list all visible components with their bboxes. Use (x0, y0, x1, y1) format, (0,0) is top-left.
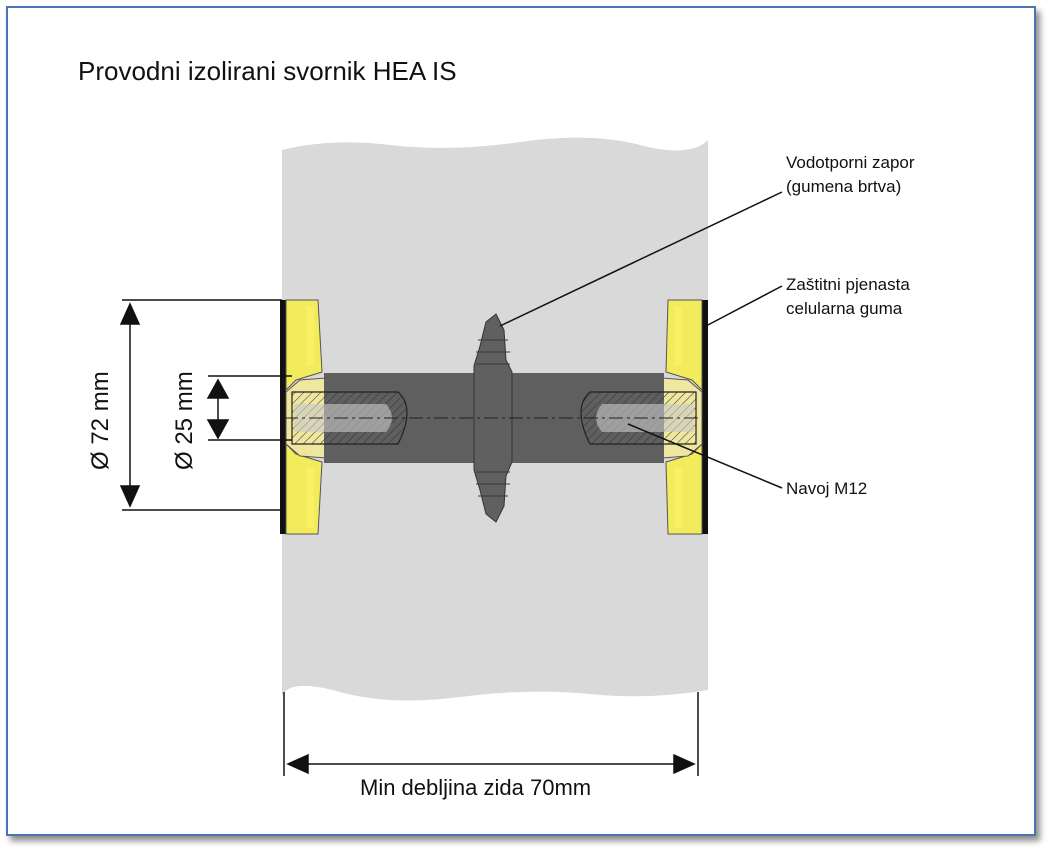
left-plate (280, 300, 286, 534)
foam-label-line1: Zaštitni pjenasta (786, 275, 910, 294)
thread-label: Navoj M12 (786, 479, 867, 498)
inner-diameter-label: Ø 25 mm (171, 371, 198, 470)
inner-diameter-dimension (206, 375, 292, 441)
seal-label-line1: Vodotporni zapor (786, 153, 915, 172)
seal-leader (499, 191, 783, 327)
foam-label-line2: celularna guma (786, 299, 903, 318)
foam-leader (705, 285, 783, 327)
seal-label-line2: (gumena brtva) (786, 177, 901, 196)
outer-diameter-dimension (119, 299, 282, 511)
wall-thickness-label: Min debljina zida 70mm (360, 775, 591, 800)
right-plate (702, 300, 708, 534)
outer-diameter-label: Ø 72 mm (87, 371, 114, 470)
thread-leader (627, 423, 783, 489)
seal-ribs (476, 339, 510, 497)
wall-thickness-dimension (283, 692, 699, 776)
diagram-title: Provodni izolirani svornik HEA IS (78, 56, 457, 86)
